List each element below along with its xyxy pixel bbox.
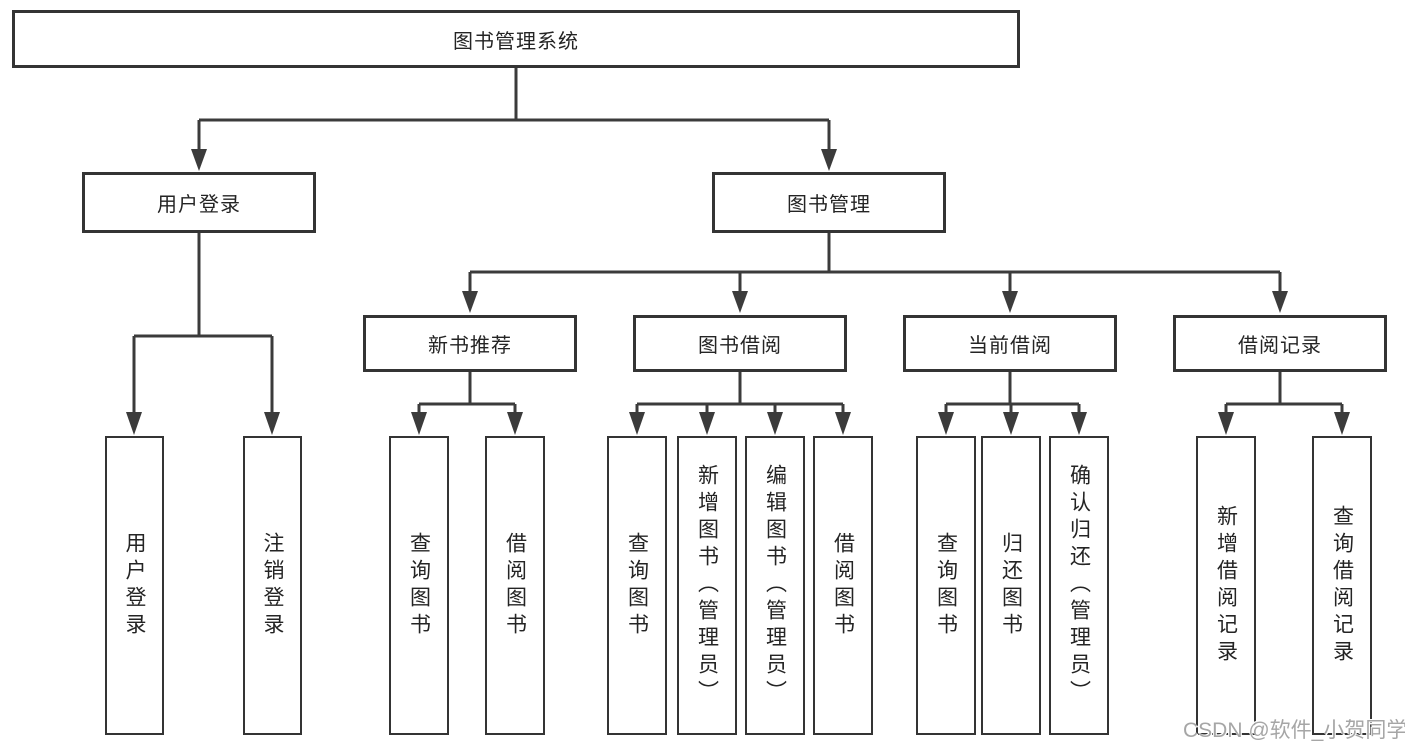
node-new-book-recommend: 新书推荐 bbox=[363, 315, 577, 372]
leaf-query-books-recommend: 查询图书 bbox=[389, 436, 449, 735]
node-label: 用户登录 bbox=[123, 531, 146, 640]
node-label: 注销登录 bbox=[261, 531, 284, 640]
node-label: 新书推荐 bbox=[428, 335, 512, 357]
leaf-logout: 注销登录 bbox=[243, 436, 302, 735]
leaf-borrow-books-recommend: 借阅图书 bbox=[485, 436, 545, 735]
connector-book-borrow bbox=[635, 372, 845, 414]
node-label: 查询图书 bbox=[625, 531, 649, 640]
node-book-management: 图书管理 bbox=[712, 172, 946, 233]
node-label: 当前借阅 bbox=[968, 335, 1052, 357]
node-label: 新增借阅记录 bbox=[1214, 504, 1238, 667]
node-current-borrow: 当前借阅 bbox=[903, 315, 1117, 372]
connector-borrow-record bbox=[1224, 372, 1344, 414]
node-root-library-system: 图书管理系统 bbox=[12, 10, 1020, 68]
leaf-add-borrow-record: 新增借阅记录 bbox=[1196, 436, 1256, 735]
leaf-add-books-admin: 新增图书（管理员） bbox=[677, 436, 737, 735]
connector-current-borrow bbox=[944, 372, 1081, 414]
leaf-query-books-current: 查询图书 bbox=[916, 436, 976, 735]
node-label: 图书管理 bbox=[787, 194, 871, 216]
node-label: 新增图书（管理员） bbox=[695, 464, 719, 707]
node-label: 查询图书 bbox=[407, 531, 431, 640]
node-label: 确认归还（管理员） bbox=[1067, 464, 1091, 707]
connector-user-login bbox=[132, 233, 274, 414]
connector-root-stem bbox=[197, 68, 831, 152]
node-label: 图书借阅 bbox=[698, 335, 782, 357]
connector-book-management bbox=[468, 233, 1282, 294]
node-user-login: 用户登录 bbox=[82, 172, 316, 233]
leaf-edit-books-admin: 编辑图书（管理员） bbox=[745, 436, 805, 735]
node-label: 用户登录 bbox=[157, 194, 241, 216]
node-borrow-record: 借阅记录 bbox=[1173, 315, 1387, 372]
leaf-return-books: 归还图书 bbox=[981, 436, 1041, 735]
leaf-query-books-borrow: 查询图书 bbox=[607, 436, 667, 735]
connector-new-book bbox=[417, 372, 517, 414]
node-label: 借阅图书 bbox=[831, 531, 855, 640]
node-label: 查询图书 bbox=[934, 531, 958, 640]
node-label: 借阅图书 bbox=[503, 531, 527, 640]
node-book-borrow: 图书借阅 bbox=[633, 315, 847, 372]
leaf-confirm-return-admin: 确认归还（管理员） bbox=[1049, 436, 1109, 735]
leaf-query-borrow-record: 查询借阅记录 bbox=[1312, 436, 1372, 735]
leaf-user-login: 用户登录 bbox=[105, 436, 164, 735]
csdn-watermark: CSDN @软件_小贺同学 bbox=[1183, 719, 1405, 742]
node-label: 编辑图书（管理员） bbox=[763, 464, 787, 707]
node-label: 查询借阅记录 bbox=[1330, 504, 1354, 667]
node-label: 图书管理系统 bbox=[453, 30, 579, 53]
node-label: 归还图书 bbox=[999, 531, 1023, 640]
node-label: 借阅记录 bbox=[1238, 335, 1322, 357]
leaf-borrow-books: 借阅图书 bbox=[813, 436, 873, 735]
arrowheads bbox=[126, 149, 1350, 435]
